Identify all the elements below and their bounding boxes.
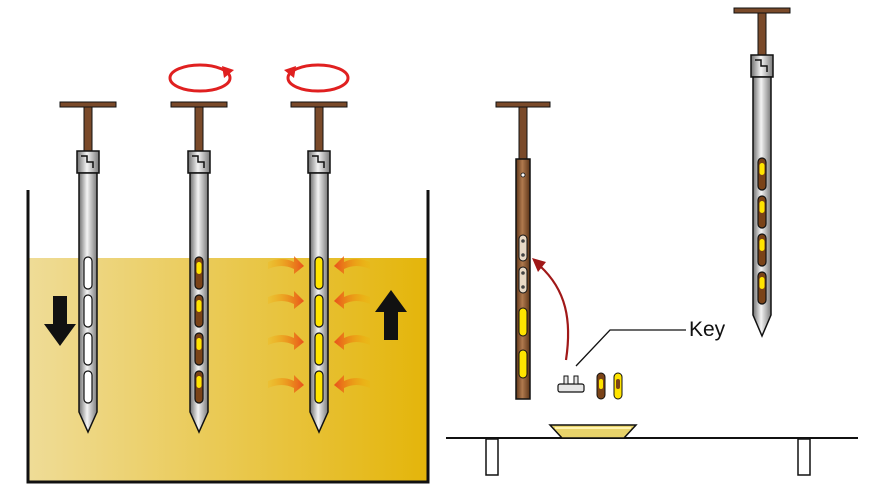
probe-handle	[733, 7, 791, 14]
key-leader-line	[575, 329, 686, 367]
probe-rod	[518, 106, 528, 160]
inflow-arrow-icon	[268, 291, 304, 309]
sample-core	[596, 372, 606, 400]
probe-rotating-open	[170, 101, 228, 434]
probe-brown-opened	[495, 101, 551, 400]
curved-arrow-icon	[532, 258, 570, 361]
rotation-arrow-icon	[168, 63, 234, 93]
table-leg	[797, 438, 811, 476]
beaker-wall	[26, 190, 430, 484]
key-callout: Key	[575, 318, 726, 367]
inflow-arrow-icon	[334, 256, 370, 274]
probe-handle	[59, 101, 117, 108]
probe-rod	[314, 106, 324, 152]
probe-slot-open	[314, 370, 324, 404]
rotation-arrow-icon	[284, 63, 350, 93]
probe-slot-open	[518, 349, 528, 379]
probe-rod	[757, 12, 767, 56]
probe-slot-open	[314, 332, 324, 366]
inflow-arrow-icon	[334, 291, 370, 309]
probe-handle	[495, 101, 551, 108]
sample-core	[613, 372, 623, 400]
table-leg	[485, 438, 499, 476]
probe-slot	[83, 370, 93, 404]
probe-slot-open	[314, 256, 324, 290]
inflow-arrow-icon	[334, 375, 370, 393]
probe-rod	[194, 106, 204, 152]
inflow-arrow-icon	[268, 332, 304, 350]
up-arrow-icon	[375, 290, 407, 340]
down-arrow-icon	[44, 296, 76, 346]
probe-withdrawn	[733, 7, 791, 338]
probe-handle	[290, 101, 348, 108]
key-label: Key	[689, 318, 726, 341]
probe-sampling	[290, 101, 348, 434]
inflow-arrow-icon	[268, 256, 304, 274]
probe-slot-open	[314, 294, 324, 328]
probe-slot	[83, 256, 93, 290]
inflow-arrow-icon	[268, 375, 304, 393]
table	[446, 437, 858, 476]
probe-slot-open	[518, 307, 528, 337]
probe-slot	[83, 332, 93, 366]
probe-inserting	[59, 101, 117, 434]
probe-rod	[83, 106, 93, 152]
inflow-arrow-icon	[334, 332, 370, 350]
probe-handle	[170, 101, 228, 108]
probe-slot	[83, 294, 93, 328]
sample-tray	[548, 424, 638, 439]
key-tool	[557, 375, 585, 393]
